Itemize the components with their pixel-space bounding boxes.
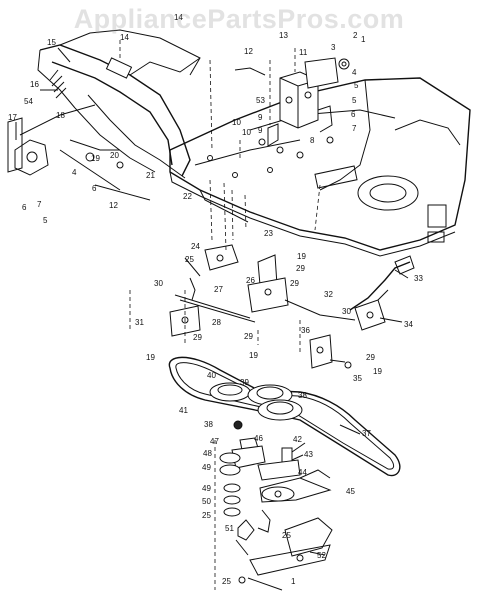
callout-28: 28 <box>212 318 221 327</box>
callout-19c: 19 <box>146 353 155 362</box>
callout-42: 42 <box>293 435 302 444</box>
callout-5b: 5 <box>352 96 357 105</box>
callout-49b: 49 <box>202 484 211 493</box>
callout-9b: 9 <box>258 126 263 135</box>
lower-spindle-assembly <box>219 437 333 591</box>
callout-13: 13 <box>279 31 288 40</box>
callout-39: 39 <box>240 378 249 387</box>
callout-45: 45 <box>346 487 355 496</box>
callout-26: 26 <box>246 276 255 285</box>
callout-50: 50 <box>202 497 211 506</box>
callout-21: 21 <box>146 171 155 180</box>
callout-12: 12 <box>244 47 253 56</box>
lift-arm-assembly <box>7 29 266 201</box>
callout-29: 29 <box>296 264 305 273</box>
upper-bracket-cluster <box>258 57 350 147</box>
callout-5c: 5 <box>43 216 48 225</box>
callout-29c: 29 <box>193 333 202 342</box>
callout-34: 34 <box>404 320 413 329</box>
callout-24: 24 <box>191 242 200 251</box>
callout-31: 31 <box>135 318 144 327</box>
callout-1: 1 <box>361 35 366 44</box>
callout-7b: 7 <box>37 200 42 209</box>
callout-27: 27 <box>214 285 223 294</box>
callout-49: 49 <box>202 463 211 472</box>
callout-25: 25 <box>185 255 194 264</box>
callout-12b: 12 <box>109 201 118 210</box>
callout-17: 17 <box>8 113 17 122</box>
callout-4b: 4 <box>72 168 77 177</box>
callout-14b: 14 <box>120 33 129 42</box>
callout-15: 15 <box>47 38 56 47</box>
callout-19e: 19 <box>373 367 382 376</box>
callout-4: 4 <box>352 68 357 77</box>
callout-54: 54 <box>24 97 33 106</box>
assembly-guide-lines <box>119 40 321 590</box>
callout-35: 35 <box>353 374 362 383</box>
callout-32: 32 <box>324 290 333 299</box>
callout-47: 47 <box>210 437 219 446</box>
callout-36: 36 <box>301 326 310 335</box>
callout-6: 6 <box>351 110 356 119</box>
callout-2: 2 <box>353 31 358 40</box>
callout-25b: 25 <box>202 511 211 520</box>
callout-10b: 10 <box>242 128 251 137</box>
callout-10: 10 <box>232 118 241 127</box>
callout-11: 11 <box>299 48 308 57</box>
mower-frame <box>169 77 471 257</box>
callout-22: 22 <box>183 192 192 201</box>
callout-53: 53 <box>256 96 265 105</box>
callout-33: 33 <box>414 274 423 283</box>
callout-6c: 6 <box>92 184 97 193</box>
callout-5: 5 <box>354 81 359 90</box>
callout-6b: 6 <box>22 203 27 212</box>
drive-belt-system <box>168 356 401 477</box>
callout-16: 16 <box>30 80 39 89</box>
callout-8: 8 <box>310 136 315 145</box>
callout-41: 41 <box>179 406 188 415</box>
callout-38b: 38 <box>298 391 307 400</box>
callout-48: 48 <box>203 449 212 458</box>
callout-30b: 30 <box>342 307 351 316</box>
callout-19b: 19 <box>297 252 306 261</box>
pedal-linkage <box>309 255 415 369</box>
callout-40: 40 <box>207 371 216 380</box>
callout-44: 44 <box>298 468 307 477</box>
callout-29b: 29 <box>290 279 299 288</box>
callout-3: 3 <box>331 43 336 52</box>
callout-18: 18 <box>56 111 65 120</box>
callout-37: 37 <box>362 429 371 438</box>
callout-30: 30 <box>154 279 163 288</box>
callout-20: 20 <box>110 151 119 160</box>
callout-52: 52 <box>317 551 326 560</box>
callout-43: 43 <box>304 450 313 459</box>
callout-29e: 29 <box>366 353 375 362</box>
callout-labels: 1 2 3 4 5 5 6 7 8 9 9 10 10 11 12 12 13 … <box>8 13 423 586</box>
callout-38: 38 <box>204 420 213 429</box>
callout-7: 7 <box>352 124 357 133</box>
callout-1b: 1 <box>291 577 296 586</box>
callout-19: 19 <box>91 154 100 163</box>
callout-25d: 25 <box>222 577 231 586</box>
callout-25c: 25 <box>282 531 291 540</box>
callout-51: 51 <box>225 524 234 533</box>
callout-23: 23 <box>264 229 273 238</box>
callout-19d: 19 <box>249 351 258 360</box>
callout-46: 46 <box>254 434 263 443</box>
callout-14: 14 <box>174 13 183 22</box>
callout-29d: 29 <box>244 332 253 341</box>
leader-lines <box>15 47 409 556</box>
callout-9: 9 <box>258 113 263 122</box>
